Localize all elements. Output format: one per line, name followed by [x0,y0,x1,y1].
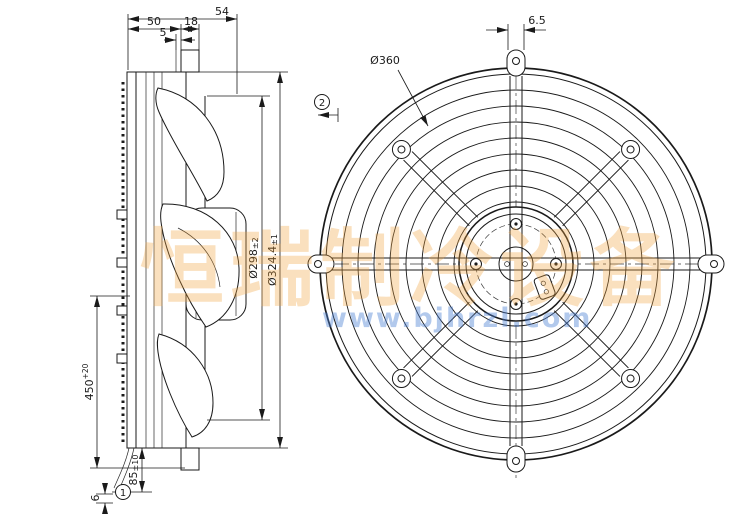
guard-strut-diagonal [553,139,641,227]
leader-line-360 [397,69,429,127]
plate-clip [116,353,128,364]
guard-strut-diagonal [391,139,479,227]
plate-clip [116,257,128,268]
front-view [307,49,725,478]
dim-label-6: 6 [89,495,102,502]
mounting-hole [512,57,520,65]
balloon-2-circle [314,94,330,110]
balloon-1-circle [115,484,131,500]
shaft-hole [522,261,528,267]
guard-ring [373,121,659,407]
mounting-hole [626,145,635,154]
plate-clip [116,305,128,316]
guard-strut-vertical [506,49,526,473]
dim-label-18: 18 [184,15,198,28]
screw-center [514,302,518,306]
dim-label-324: Ø324.4±1 [266,234,279,286]
terminal-hole [543,289,549,295]
guard-ring [421,169,611,359]
guard-strut-horizontal [307,254,725,274]
fan-blade-lower [156,333,214,438]
shaft-circle [498,246,534,282]
bottom-flange-tab [180,447,200,471]
screw-center [474,262,478,266]
screw-center [554,262,558,266]
dim-label-360: Ø360 [370,54,400,67]
screw-center [514,222,518,226]
balloon-1-label: 1 [120,488,126,499]
fan-blade-middle [160,203,240,328]
guard-ring [453,201,579,327]
dim-label-5: 5 [160,26,167,39]
dim-label-450: 450+20 [81,363,96,400]
dim-label-85: 85±10 [127,455,140,486]
side-view-dimensions: 54 50 18 5 Ø324.4±1 Ø298±2 450+20 85±10 [81,5,339,514]
balloon-2-label: 2 [319,98,325,109]
mounting-hole [512,457,520,465]
dim-label-50: 50 [147,15,161,28]
watermark-company-text: 恒瑞制冷设备 [140,220,680,318]
front-view-dimensions: Ø360 6.5 [370,14,546,127]
terminal-box [533,274,556,300]
mounting-hole [626,374,635,383]
top-flange-tab [180,49,200,73]
watermark-website-text: www.bjhrzl.com [322,303,592,334]
shaft-hole [504,261,510,267]
guard-strut-diagonal [391,301,479,389]
mounting-hole [314,260,322,268]
fan-blade-upper [155,87,225,202]
side-view [113,49,247,491]
motor-hub [458,206,574,322]
mounting-hole [397,374,406,383]
guard-ring [405,153,627,375]
guard-ring [357,105,675,423]
hub-inner-ring [465,213,567,315]
plate-clip [116,209,128,220]
mounting-hole [397,145,406,154]
guard-ring [437,185,595,343]
dim-label-298: Ø298±2 [247,237,260,278]
blade-contour-line [177,227,221,288]
mounting-plate [126,71,137,449]
dim-label-6-5: 6.5 [528,14,546,27]
terminal-hole [540,280,546,286]
dim-label-54: 54 [215,5,229,18]
guard-strut-diagonal [553,301,641,389]
watermark: 恒瑞制冷设备 www.bjhrzl.com [140,220,680,334]
guard-ring [389,137,643,391]
mounting-hole [710,260,718,268]
guard-ring [341,89,691,439]
